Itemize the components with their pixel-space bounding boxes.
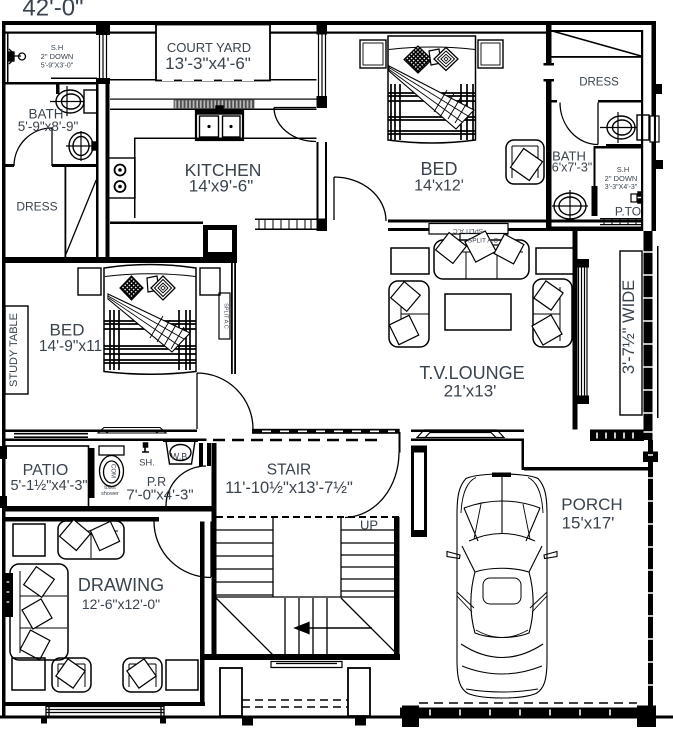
svg-text:S.H: S.H bbox=[51, 43, 64, 52]
svg-text:7'-0"x4'-3": 7'-0"x4'-3" bbox=[126, 487, 193, 504]
svg-text:COM: COM bbox=[110, 464, 116, 478]
svg-text:2" DOWN: 2" DOWN bbox=[41, 52, 74, 61]
svg-text:6'x7'-3": 6'x7'-3" bbox=[552, 161, 592, 175]
svg-text:STAIR: STAIR bbox=[267, 462, 312, 479]
svg-text:3'-3"X4'-3": 3'-3"X4'-3" bbox=[605, 184, 638, 191]
svg-text:5'-9"x8'-9": 5'-9"x8'-9" bbox=[18, 119, 79, 134]
svg-text:13'-3"x4'-6": 13'-3"x4'-6" bbox=[165, 54, 251, 73]
svg-text:3'-7½" WIDE: 3'-7½" WIDE bbox=[620, 280, 638, 374]
svg-text:BED: BED bbox=[50, 321, 85, 340]
svg-text:PATIO: PATIO bbox=[23, 462, 69, 479]
svg-text:T.V.LOUNGE: T.V.LOUNGE bbox=[419, 363, 524, 383]
svg-text:5'-9"X3'-0": 5'-9"X3'-0" bbox=[41, 63, 74, 70]
svg-text:DRAWING: DRAWING bbox=[78, 575, 164, 595]
svg-text:KITCHEN: KITCHEN bbox=[185, 160, 262, 180]
svg-text:14'x12': 14'x12' bbox=[414, 178, 464, 195]
svg-text:DRESS: DRESS bbox=[579, 77, 619, 89]
svg-text:shower: shower bbox=[101, 491, 119, 497]
svg-text:2" DOWN: 2" DOWN bbox=[605, 174, 638, 183]
svg-text:P.R: P.R bbox=[147, 475, 166, 489]
svg-text:11'-10½"x13'-7½": 11'-10½"x13'-7½" bbox=[225, 479, 353, 497]
svg-text:DRESS: DRESS bbox=[16, 200, 57, 214]
svg-text:COURT YARD: COURT YARD bbox=[167, 40, 251, 55]
svg-text:PORCH: PORCH bbox=[561, 495, 622, 514]
svg-text:SPLIT A.C: SPLIT A.C bbox=[453, 227, 484, 234]
svg-text:STUDY TABLE: STUDY TABLE bbox=[8, 313, 20, 387]
svg-text:W.B: W.B bbox=[171, 452, 188, 462]
svg-text:15'x17': 15'x17' bbox=[562, 514, 615, 533]
svg-text:21'x13': 21'x13' bbox=[444, 382, 497, 401]
svg-text:SH.: SH. bbox=[139, 458, 155, 469]
svg-text:12'-6"x12'-0": 12'-6"x12'-0" bbox=[82, 596, 160, 612]
svg-text:14'x9'-6": 14'x9'-6" bbox=[189, 177, 254, 196]
svg-text:42'-0": 42'-0" bbox=[22, 0, 83, 22]
svg-text:BED: BED bbox=[420, 159, 457, 179]
svg-text:UP: UP bbox=[360, 518, 378, 533]
svg-text:14'-9"x11': 14'-9"x11' bbox=[39, 338, 105, 355]
svg-text:SPLIT A.C: SPLIT A.C bbox=[223, 303, 229, 329]
svg-text:SPLIT A.C: SPLIT A.C bbox=[468, 238, 499, 245]
svg-text:5'-1½"x4'-3": 5'-1½"x4'-3" bbox=[10, 478, 87, 494]
svg-text:P.TO: P.TO bbox=[615, 205, 641, 219]
svg-text:toilet: toilet bbox=[104, 485, 116, 491]
svg-text:BATH: BATH bbox=[28, 107, 63, 122]
svg-text:S.H: S.H bbox=[617, 165, 630, 174]
svg-text:BATH: BATH bbox=[552, 149, 586, 164]
